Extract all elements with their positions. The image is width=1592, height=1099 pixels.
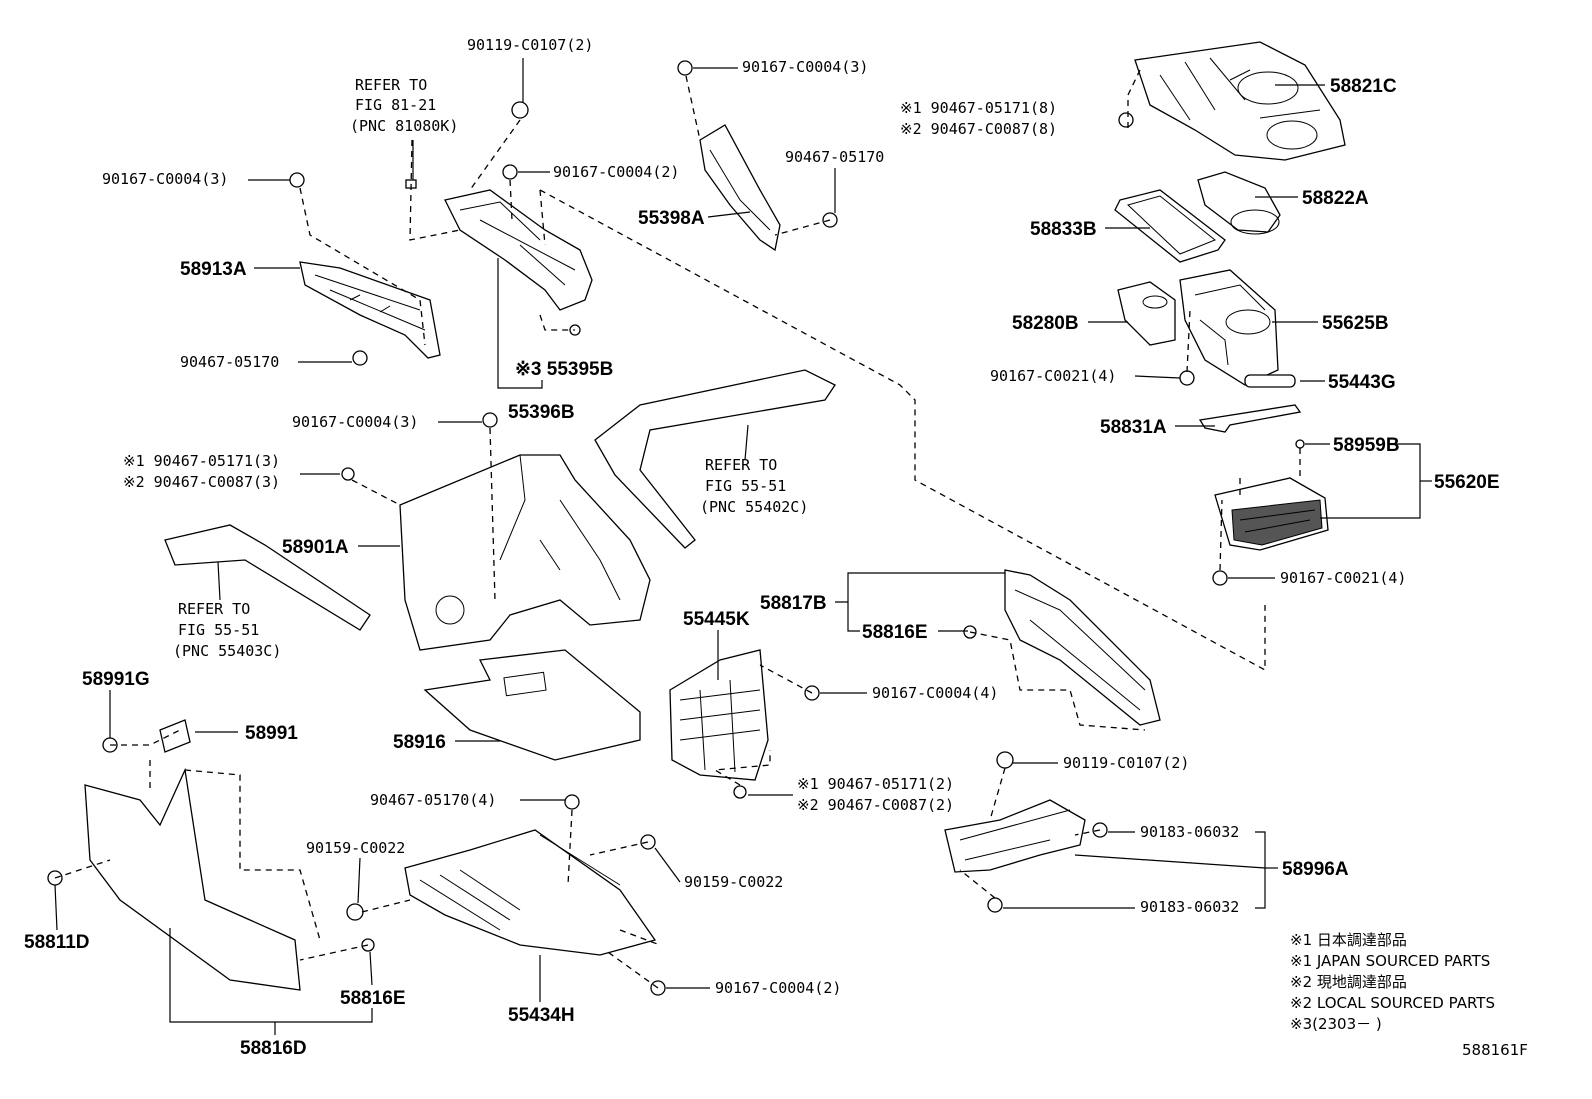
callout-label: ※1 90467-05171(3) [123, 452, 280, 470]
part-58901a-panel [399, 454, 651, 651]
callout-label: 55620E [1434, 472, 1500, 493]
legend-line: ※2 LOCAL SOURCED PARTS [1290, 994, 1495, 1012]
callout-label: 58817B [760, 593, 827, 614]
legend: ※1 日本調達部品 ※1 JAPAN SOURCED PARTS ※2 現地調達… [1290, 931, 1528, 1059]
callout-label: ※2 90467-C0087(8) [900, 120, 1057, 138]
callout-label: 90167-C0004(3) [102, 170, 228, 188]
figure-code: 588161F [1462, 1041, 1528, 1059]
callout-label: 58280B [1012, 313, 1079, 334]
legend-line: ※1 JAPAN SOURCED PARTS [1290, 952, 1490, 970]
callout-label: 90159-C0022 [306, 839, 405, 857]
callout-label: REFER TO [355, 76, 427, 94]
callout-label: 58991G [82, 669, 150, 690]
callout-label: 58901A [282, 537, 349, 558]
callout-label: 90167-C0004(4) [872, 684, 998, 702]
callout-label: 90467-05170 [180, 353, 279, 371]
callout-label: 90467-05170 [785, 148, 884, 166]
callout-label: 58816E [862, 622, 928, 643]
part-58831a-trim [1198, 404, 1302, 433]
part-58821c-upper-panel [1134, 41, 1346, 161]
callout-label: 58822A [1302, 188, 1369, 209]
callout-label: 58916 [393, 732, 446, 753]
callout-label: 90167-C0021(4) [990, 367, 1116, 385]
callout-label: 90167-C0004(2) [553, 163, 679, 181]
callout-label: 90159-C0022 [684, 873, 783, 891]
part-55434h-tray [404, 829, 657, 956]
callout-label: REFER TO [705, 456, 777, 474]
callout-label: 58811D [24, 932, 90, 953]
part-55398a-bracket [699, 124, 781, 252]
callout-label: 55443G [1328, 372, 1396, 393]
callout-label: 58821C [1330, 76, 1397, 97]
callout-label: ※2 90467-C0087(2) [797, 796, 954, 814]
part-58280b-insert [1117, 281, 1176, 346]
callout-label: 58991 [245, 723, 298, 744]
callout-label: REFER TO [178, 600, 250, 618]
callout-label: 58996A [1282, 859, 1349, 880]
legend-line: ※1 日本調達部品 [1290, 931, 1407, 949]
callout-label: FIG 55-51 [178, 621, 259, 639]
part-58916-mat [423, 649, 641, 761]
part-58833b-mat [1114, 189, 1226, 263]
callout-label: ※1 90467-05171(8) [900, 99, 1057, 117]
callout-label: 58816D [240, 1038, 307, 1059]
callout-label: 55445K [683, 609, 750, 630]
part-58991-clip [159, 719, 191, 753]
callout-label: 58831A [1100, 417, 1167, 438]
leader-lines [54, 58, 1432, 1035]
part-55402c-trim [594, 369, 836, 549]
callout-label: 55625B [1322, 313, 1389, 334]
callout-label: 90119-C0107(2) [467, 36, 593, 54]
callout-label: 55398A [638, 208, 705, 229]
callout-label: 55396B [508, 402, 575, 423]
part-55443g-pad [1244, 374, 1296, 388]
callout-label: 58833B [1030, 219, 1097, 240]
callout-label: 90183-06032 [1140, 898, 1239, 916]
callout-label: 58816E [340, 988, 406, 1009]
part-55620e-unit [1214, 477, 1329, 551]
part-58817b-bracket [1004, 569, 1161, 726]
fasteners [47, 60, 1305, 996]
callout-label: 58959B [1333, 435, 1400, 456]
callout-label: 90183-06032 [1140, 823, 1239, 841]
part-58996a-bracket [944, 799, 1086, 873]
legend-line: ※2 現地調達部品 [1290, 973, 1407, 991]
callout-label: (PNC 55403C) [173, 642, 281, 660]
callout-label: 58913A [180, 259, 247, 280]
callout-label: (PNC 81080K) [350, 117, 458, 135]
part-58822a-ring [1197, 171, 1281, 235]
callout-labels: 90119-C0107(2) REFER TO FIG 81-21 (PNC 8… [24, 36, 1500, 1059]
part-55403c-trim [164, 524, 371, 631]
callout-label: FIG 81-21 [355, 96, 436, 114]
callout-label: ※2 90467-C0087(3) [123, 473, 280, 491]
callout-label: 90119-C0107(2) [1063, 754, 1189, 772]
callout-label: ※3 55395B [515, 359, 613, 380]
legend-line: ※3(2303－ ) [1290, 1015, 1382, 1033]
part-55445k-bracket [669, 649, 769, 781]
assembly-dashed-lines [54, 69, 1301, 989]
callout-label: FIG 55-51 [705, 477, 786, 495]
callout-label: 55434H [508, 1005, 575, 1026]
callout-label: (PNC 55402C) [700, 498, 808, 516]
callout-label: 90167-C0004(3) [292, 413, 418, 431]
callout-label: ※1 90467-05171(2) [797, 775, 954, 793]
part-58816d-panel [84, 767, 301, 991]
callout-label: 90467-05170(4) [370, 791, 496, 809]
part-55396b-bracket [444, 189, 593, 311]
callout-label: 90167-C0021(4) [1280, 569, 1406, 587]
part-55625b-box [1179, 269, 1279, 386]
callout-label: 90167-C0004(3) [742, 58, 868, 76]
callout-label: 90167-C0004(2) [715, 979, 841, 997]
part-58913a-bracket [299, 261, 441, 359]
